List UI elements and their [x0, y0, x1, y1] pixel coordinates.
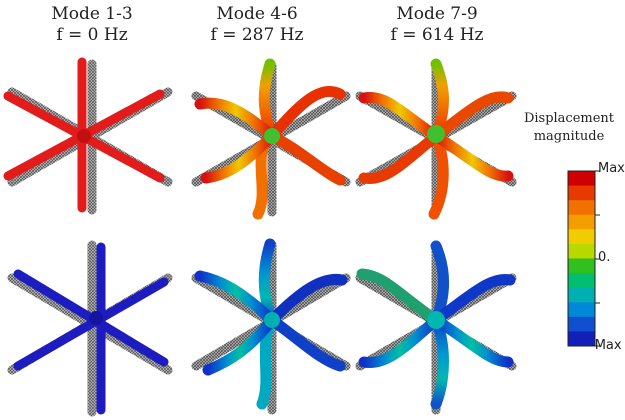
- colorbar-segment: [568, 331, 595, 347]
- mode-1-3-bottom-structure: [7, 240, 173, 417]
- mode-4-6-frequency: f = 287 Hz: [210, 25, 304, 45]
- colorbar-segment: [568, 185, 595, 201]
- mode-7-9-frequency: f = 614 Hz: [390, 25, 484, 45]
- colorbar-ticks: [595, 170, 600, 347]
- legend-title: Displacement magnitude: [513, 110, 625, 146]
- mode-4-6-header: Mode 4-6 f = 287 Hz: [192, 4, 322, 46]
- colorbar-segment: [568, 171, 595, 187]
- colorbar-segment: [568, 258, 595, 274]
- mode-7-9-header: Mode 7-9 f = 614 Hz: [372, 4, 502, 46]
- legend-title-line2: magnitude: [533, 129, 605, 144]
- colorbar-segment: [568, 316, 595, 332]
- colorbar-segment: [568, 200, 595, 216]
- mode-1-3-header: Mode 1-3 f = 0 Hz: [27, 4, 157, 46]
- colorbar-segment: [568, 287, 595, 303]
- mode-7-9-bottom-structure: [355, 240, 517, 415]
- mode-7-9-title: Mode 7-9: [396, 4, 478, 24]
- mode-1-3-title: Mode 1-3: [51, 4, 133, 24]
- mode-1-3-top-structure: [3, 57, 173, 215]
- colorbar-segment: [568, 229, 595, 245]
- mode-4-6-top-structure: [191, 58, 351, 220]
- colorbar-zero-label: 0.: [598, 250, 611, 265]
- colorbar-segment: [568, 302, 595, 318]
- colorbar-min-label: -Max: [590, 338, 622, 353]
- colorbar-segment: [568, 214, 595, 230]
- displacement-colorbar: [567, 170, 596, 347]
- legend-title-line1: Displacement: [523, 111, 615, 126]
- mode-1-3-frequency: f = 0 Hz: [56, 25, 128, 45]
- mode-7-9-top-structure: [355, 58, 517, 220]
- colorbar-max-label: Max: [598, 161, 625, 176]
- colorbar-segment: [568, 243, 595, 259]
- colorbar-segment: [568, 273, 595, 289]
- mode-4-6-title: Mode 4-6: [216, 4, 298, 24]
- mode-4-6-bottom-structure: [191, 238, 351, 415]
